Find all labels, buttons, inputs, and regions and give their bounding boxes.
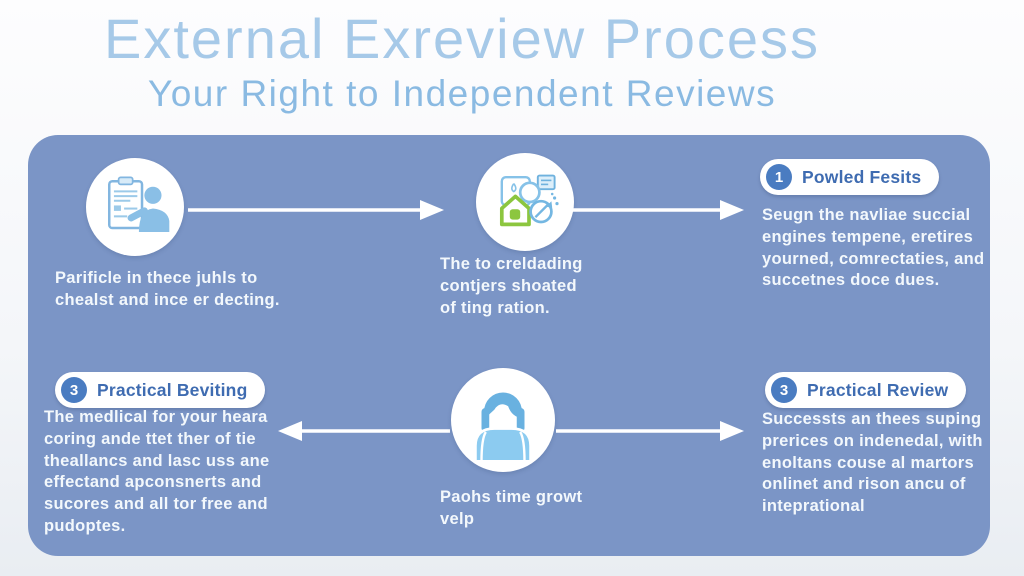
process-panel: 1 Powled Fesits Parificle in thece juhls… <box>28 135 990 556</box>
step-text-top-left: Parificle in thece juhls to chealst and … <box>55 269 280 309</box>
step-pill-practical-review: 3 Practical Review <box>765 372 967 408</box>
step-number-badge: 3 <box>61 377 87 403</box>
step-text-bottom-left: The medlical for your heara coring ande … <box>44 408 270 535</box>
step-circle-top-center <box>476 153 574 251</box>
arrow-right-icon <box>556 421 744 441</box>
step-pill-practical-beviting: 3 Practical Beviting <box>55 372 266 408</box>
step-text-top-center: The to creldading contjers shoated of ti… <box>440 255 583 317</box>
person-icon <box>474 392 532 463</box>
house-search-target-icon <box>499 174 559 227</box>
arrow-right-icon <box>556 200 744 220</box>
header: External Exreview Process Your Right to … <box>0 7 924 115</box>
page-title: External Exreview Process <box>103 7 820 70</box>
step-number-badge: 1 <box>766 164 792 190</box>
step-circle-bottom-center <box>451 368 555 472</box>
page-subtitle: Your Right to Independent Reviews <box>147 72 777 114</box>
step-pill-powled-fesits: 1 Powled Fesits <box>760 159 940 195</box>
clipboard-person-icon <box>108 176 170 232</box>
step-pill-label: Powled Fesits <box>802 166 922 187</box>
step-circle-top-left <box>86 158 184 256</box>
step-pill-label: Practical Beviting <box>97 379 248 400</box>
arrow-right-icon <box>188 200 444 220</box>
step-number-badge: 3 <box>771 377 797 403</box>
arrow-left-icon <box>278 421 450 441</box>
step-text-top-right: Seugn the navliae succial engines tempen… <box>762 206 985 290</box>
step-text-bottom-center: Paohs time growt velp <box>440 488 583 528</box>
step-pill-label: Practical Review <box>807 379 949 400</box>
step-text-bottom-right: Successts an thees suping prerices on in… <box>762 410 983 516</box>
